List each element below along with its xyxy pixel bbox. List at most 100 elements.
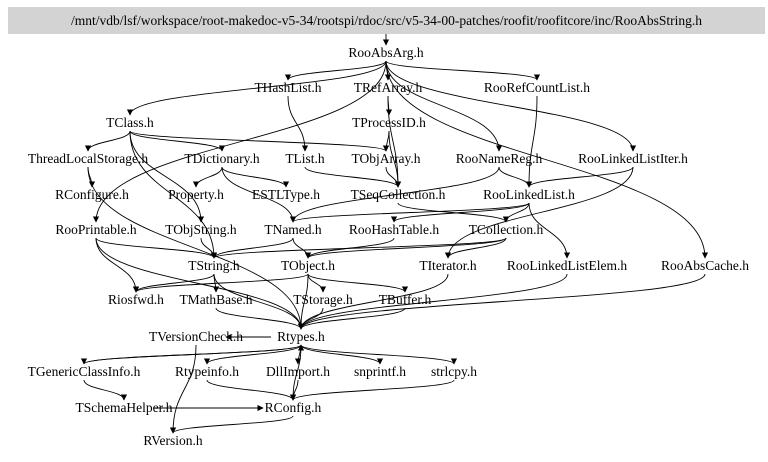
edge-roolinkedlist-to-roolinkedlistelem	[528, 202, 571, 259]
edge-tobject-to-riosfwd	[132, 273, 309, 293]
node-rooabsarg[interactable]: RooAbsArg.h	[348, 45, 424, 60]
node-tcollection[interactable]: TCollection.h	[468, 222, 544, 237]
node-tversioncheck[interactable]: TVersionCheck.h	[148, 329, 244, 344]
edge-tclass-to-threadlocalstorage	[84, 130, 131, 152]
edge-tgenericclassinfo-to-rtypes	[83, 344, 305, 365]
edge-roolinkedlistelem-to-rtypes	[297, 273, 568, 330]
edge-tseqcollection-to-tcollection	[397, 202, 510, 223]
edge-trefarray-to-tseqcollection	[387, 95, 402, 188]
edge-roolinkedlist-to-roohashtable	[390, 202, 530, 223]
edge-rtypes-to-rtypeinfo	[203, 344, 302, 365]
node-riosfwd[interactable]: Riosfwd.h	[108, 292, 164, 307]
edge-rconfig-to-rversion	[169, 415, 294, 434]
node-tobjarray[interactable]: TObjArray.h	[351, 151, 421, 166]
edge-tdictionary-to-tnamed	[221, 166, 297, 223]
edge-rooabsarg-to-roonamereg	[385, 60, 503, 152]
edge-rooabsarg-to-rooprintable	[92, 60, 387, 223]
node-tmathbase[interactable]: TMathBase.h	[179, 292, 253, 307]
node-strlcpy[interactable]: strlcpy.h	[431, 364, 477, 379]
edge-tbuffer-to-rtypes	[297, 307, 406, 330]
node-threadlocalstorage[interactable]: ThreadLocalStorage.h	[27, 151, 149, 166]
root-node-label[interactable]: /mnt/vdb/lsf/workspace/root-makedoc-v5-3…	[71, 13, 702, 28]
edge-tmathbase-to-rtypes	[215, 307, 305, 330]
edge-tobject-to-tbuffer	[307, 273, 409, 293]
node-rconfigure[interactable]: RConfigure.h	[55, 187, 129, 202]
edge-threadlocalstorage-to-rtypes	[87, 166, 305, 330]
edge-rooabsarg-to-thashlist	[284, 60, 387, 81]
edge-tstring-to-riosfwd	[132, 273, 215, 293]
root-node-box[interactable]	[8, 7, 765, 34]
edge-tobjarray-to-tseqcollection	[385, 166, 402, 188]
edge-tcollection-to-tobject	[304, 237, 507, 259]
edge-tstring-to-rtypes	[213, 273, 305, 330]
node-tlist[interactable]: TList.h	[285, 151, 325, 166]
edge-tcollection-to-titerator	[444, 237, 507, 259]
edge-rtypes-to-snprintf	[300, 344, 384, 365]
node-tdictionary[interactable]: TDictionary.h	[184, 151, 260, 166]
node-roolinkedlistiter[interactable]: RooLinkedListIter.h	[578, 151, 688, 166]
edge-titerator-to-rtypes	[297, 273, 449, 330]
edge-roorefcountlist-to-roolinkedlist	[525, 95, 538, 188]
edge-tclass-to-tdictionary	[129, 130, 226, 152]
edge-thashlist-to-tlist	[287, 95, 309, 152]
edge-rtypeinfo-to-rconfig	[206, 379, 297, 401]
edge-tdictionary-to-property	[192, 166, 223, 188]
edge-rtypes-to-rconfig	[289, 344, 302, 401]
edge-roonamereg-to-roolinkedlist	[498, 166, 533, 188]
node-roorefcountlist[interactable]: RooRefCountList.h	[483, 80, 591, 95]
node-property[interactable]: Property.h	[168, 187, 224, 202]
node-tobjstring[interactable]: TObjString.h	[165, 222, 237, 237]
node-roohashtable[interactable]: RooHashTable.h	[348, 222, 440, 237]
node-tgenericclassinfo[interactable]: TGenericClassInfo.h	[27, 364, 141, 379]
node-tobject[interactable]: TObject.h	[280, 258, 336, 273]
edge-rooabsarg-to-roolinkedlistiter	[385, 60, 637, 152]
node-thashlist[interactable]: THashList.h	[254, 80, 322, 95]
node-rooprintable[interactable]: RooPrintable.h	[55, 222, 137, 237]
node-rooabscache[interactable]: RooAbsCache.h	[660, 258, 750, 273]
edge-rooabsarg-to-rooabscache	[385, 60, 709, 259]
node-tschemahelper[interactable]: TSchemaHelper.h	[75, 400, 173, 415]
edge-rooabscache-to-rtypes	[297, 273, 706, 330]
edge-tnamed-to-tobject	[292, 237, 312, 259]
edge-roolinkedlistiter-to-roolinkedlist	[525, 166, 634, 188]
node-roolinkedlist[interactable]: RooLinkedList.h	[483, 187, 575, 202]
node-rtypes[interactable]: Rtypes.h	[277, 329, 325, 344]
edge-roolinkedlist-to-tnamed	[289, 202, 530, 223]
edge-tlist-to-tseqcollection	[304, 166, 402, 188]
edge-tclass-to-tstring	[129, 130, 218, 259]
node-roonamereg[interactable]: RooNameReg.h	[455, 151, 543, 166]
edge-tprocessid-to-tobjarray	[382, 130, 390, 152]
node-rconfig[interactable]: RConfig.h	[264, 400, 322, 415]
node-trefarray[interactable]: TRefArray.h	[353, 80, 423, 95]
edge-rtypes-to-strlcpy	[300, 344, 458, 365]
edge-tdictionary-to-estltype	[221, 166, 290, 188]
edge-roolinkedlist-to-tcollection	[502, 202, 530, 223]
node-rtypeinfo[interactable]: Rtypeinfo.h	[174, 364, 240, 379]
edge-rooprintable-to-riosfwd	[95, 237, 140, 293]
node-dllimport[interactable]: DllImport.h	[265, 364, 331, 379]
node-tseqcollection[interactable]: TSeqCollection.h	[350, 187, 446, 202]
edge-tobject-to-rtypes	[297, 273, 309, 330]
edges	[80, 34, 709, 434]
node-tclass[interactable]: TClass.h	[106, 115, 154, 130]
node-titerator[interactable]: TIterator.h	[419, 258, 477, 273]
node-rversion[interactable]: RVersion.h	[143, 433, 203, 448]
node-tnamed[interactable]: TNamed.h	[264, 222, 322, 237]
node-tstorage[interactable]: TStorage.h	[293, 292, 353, 307]
node-estltype[interactable]: ESTLType.h	[252, 187, 320, 202]
edge-tclass-to-tobjarray	[129, 130, 390, 152]
edge-tprocessid-to-tseqcollection	[388, 130, 402, 188]
node-snprintf[interactable]: snprintf.h	[353, 364, 407, 379]
node-tprocessid[interactable]: TProcessID.h	[352, 115, 426, 130]
edge-tgenericclassinfo-to-tschemahelper	[83, 379, 128, 401]
node-tstring[interactable]: TString.h	[188, 258, 240, 273]
edge-tobject-to-tstorage	[307, 273, 327, 293]
edge-tversioncheck-to-rversion	[169, 344, 197, 434]
edge-tclass-to-tobjstring	[129, 130, 205, 223]
edge-rooprintable-to-tstring	[95, 237, 218, 259]
edge-roolinkedlistiter-to-titerator	[444, 166, 634, 259]
node-tbuffer[interactable]: TBuffer.h	[378, 292, 432, 307]
edge-roonamereg-to-tnamed	[289, 166, 500, 223]
node-roolinkedlistelem[interactable]: RooLinkedListElem.h	[506, 258, 628, 273]
edge-rooabsarg-to-tclass	[126, 60, 387, 116]
